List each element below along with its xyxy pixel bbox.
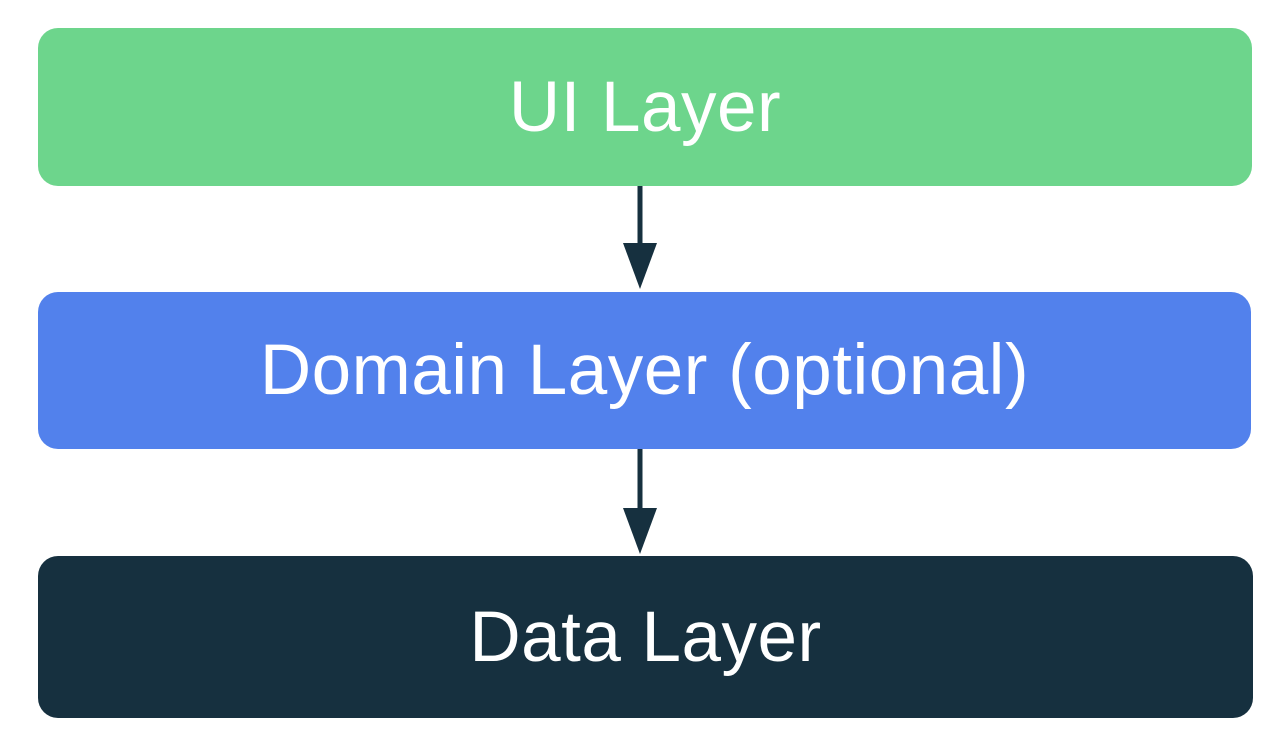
arrow-ui-to-domain-shape xyxy=(623,186,657,289)
arrow-domain-to-data-shape xyxy=(623,449,657,554)
node-data-layer-label: Data Layer xyxy=(469,597,822,677)
node-domain-layer[interactable]: Domain Layer (optional) xyxy=(38,292,1251,449)
node-ui-layer-label: UI Layer xyxy=(508,67,782,147)
node-domain-layer-label: Domain Layer (optional) xyxy=(259,331,1030,410)
node-data-layer[interactable]: Data Layer xyxy=(38,556,1253,718)
node-ui-layer[interactable]: UI Layer xyxy=(38,28,1252,186)
